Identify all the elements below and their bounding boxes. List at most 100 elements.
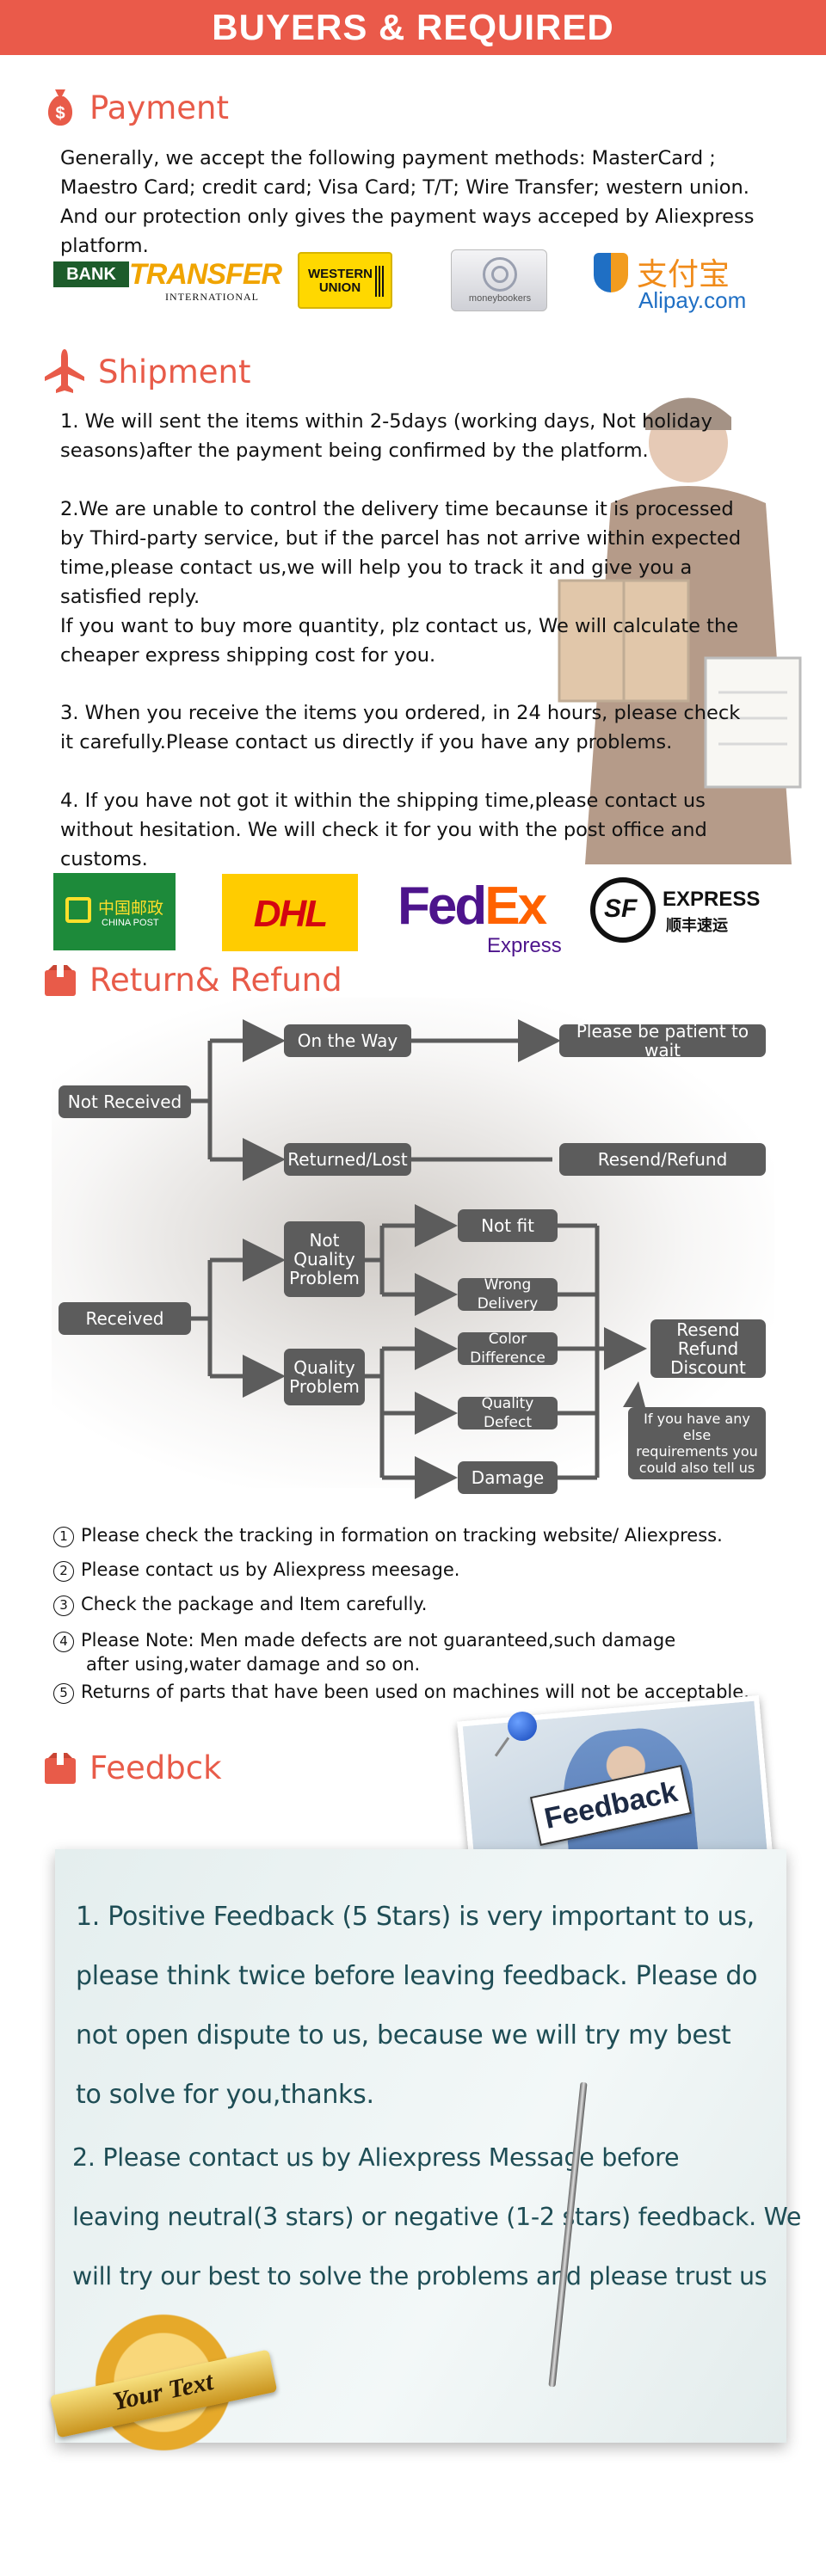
- flow-wrong-delivery: Wrong Delivery: [458, 1276, 558, 1313]
- note-number-3: 3: [53, 1595, 74, 1616]
- refund-note-2: 2 Please contact us by Aliexpress meesage…: [53, 1559, 793, 1582]
- note-number-1: 1: [53, 1527, 74, 1547]
- flow-not-received: Not Received: [59, 1085, 191, 1118]
- note-text-4: Please Note: Men made defects are not gu…: [81, 1630, 676, 1651]
- flow-else-line-2: requirements you: [636, 1443, 758, 1460]
- alipay-english-label: Alipay.com: [638, 287, 747, 313]
- flow-resend-line-2: Refund: [677, 1338, 739, 1359]
- flow-received: Received: [59, 1302, 191, 1335]
- flow-resend-refund-discount: Resend Refund Discount: [650, 1319, 766, 1378]
- shipment-point-4: 4. If you have not got it within the shi…: [60, 790, 707, 870]
- note-text-5: Returns of parts that have been used on …: [81, 1681, 749, 1702]
- shipment-point-1: 1. We will sent the items within 2-5days…: [60, 410, 712, 462]
- svg-text:$: $: [55, 104, 65, 123]
- fedex-fed-label: Fed: [398, 876, 487, 936]
- sf-circle-icon: SF: [590, 877, 656, 943]
- refund-note-4-continued: after using,water damage and so on.: [86, 1653, 826, 1675]
- western-union-label: WESTERN UNION: [308, 267, 373, 295]
- flow-resend-line-1: Resend: [676, 1319, 740, 1340]
- moneybookers-logo: moneybookers: [451, 249, 547, 311]
- gold-seal: Your Text: [34, 2305, 327, 2477]
- sf-express-label: EXPRESS: [663, 888, 761, 911]
- handshake-background: [52, 998, 774, 1488]
- flow-on-the-way: On the Way: [284, 1024, 411, 1057]
- china-post-chinese-label: 中国邮政: [98, 899, 164, 918]
- flow-else-line-1: If you have any else: [644, 1411, 750, 1443]
- note-text-2: Please contact us by Aliexpress meesage.: [81, 1559, 460, 1580]
- bank-transfer-logo-bank: BANK: [53, 261, 129, 287]
- flow-quality-problem: Quality Problem: [284, 1349, 365, 1405]
- alipay-chinese-label: 支付宝: [637, 257, 730, 292]
- speech-tail-icon: [623, 1381, 645, 1407]
- flow-quality-line-1: Quality: [293, 1357, 355, 1378]
- china-post-logo: 中国邮政 CHINA POST: [53, 873, 176, 950]
- box-icon: [45, 964, 76, 996]
- shipment-title: Shipment: [98, 353, 251, 390]
- box-icon: [45, 1752, 76, 1784]
- flow-be-patient: Please be patient to wait: [559, 1022, 766, 1060]
- refund-heading: Return& Refund: [43, 962, 342, 999]
- fedex-logo: FedEx Express: [398, 876, 570, 958]
- alipay-shield-icon: [594, 253, 628, 292]
- feedback-2-line-1: 2. Please contact us by Aliexpress Messa…: [72, 2143, 680, 2172]
- bank-transfer-logo: BANK TRANSFER INTERNATIONAL: [53, 258, 282, 308]
- bank-transfer-logo-transfer: TRANSFER: [129, 258, 282, 291]
- note-text-3: Check the package and Item carefully.: [81, 1594, 428, 1614]
- note-number-5: 5: [53, 1683, 74, 1704]
- moneybookers-label: moneybookers: [468, 293, 532, 304]
- feedback-1-line-3: not open dispute to us, because we will …: [76, 2020, 731, 2050]
- feedback-title: Feedbck: [89, 1749, 222, 1786]
- sf-chinese-label: 顺丰速运: [666, 917, 728, 935]
- refund-note-3: 3 Check the package and Item carefully.: [53, 1593, 793, 1616]
- dhl-label: DHL: [253, 893, 328, 935]
- flow-else-requirements: If you have any else requirements you co…: [628, 1407, 766, 1479]
- payment-title: Payment: [89, 89, 229, 126]
- feedback-1-line-4: to solve for you,thanks.: [76, 2080, 374, 2110]
- western-union-bars-icon: [375, 266, 384, 297]
- flow-quality-line-2: Problem: [289, 1376, 360, 1397]
- note-text-4b: after using,water damage and so on.: [86, 1654, 421, 1675]
- flow-not-quality-line-3: Problem: [289, 1268, 360, 1288]
- payment-heading: $ Payment: [43, 86, 229, 129]
- feedback-2-line-3: will try our best to solve the problems …: [72, 2262, 767, 2290]
- fedex-express-label: Express: [487, 934, 562, 957]
- feedback-1-line-1: 1. Positive Feedback (5 Stars) is very i…: [76, 1902, 755, 1932]
- shipment-point-2: 2.We are unable to control the delivery …: [60, 498, 742, 667]
- flow-quality-defect: Quality Defect: [458, 1395, 558, 1431]
- sf-express-logo: SF EXPRESS 顺丰速运: [590, 874, 788, 946]
- bank-transfer-logo-international: INTERNATIONAL: [165, 291, 259, 303]
- fedex-ex-label: Ex: [484, 876, 547, 936]
- flow-damage: Damage: [458, 1461, 558, 1494]
- flow-not-quality-problem: Not Quality Problem: [284, 1221, 365, 1297]
- refund-title: Return& Refund: [89, 962, 342, 999]
- sf-mark-label: SF: [604, 895, 638, 923]
- push-pin-icon: [508, 1712, 537, 1741]
- note-number-4: 4: [53, 1632, 74, 1652]
- flow-not-quality-line-2: Quality: [293, 1249, 355, 1270]
- note-number-2: 2: [53, 1561, 74, 1582]
- flow-resend-refund: Resend/Refund: [559, 1143, 766, 1176]
- note-text-1: Please check the tracking in formation o…: [81, 1525, 723, 1546]
- feedback-2-line-2: leaving neutral(3 stars) or negative (1-…: [72, 2203, 802, 2231]
- flow-returned-lost: Returned/Lost: [284, 1143, 411, 1176]
- feedback-point-1: 1. Positive Feedback (5 Stars) is very i…: [76, 1887, 758, 2124]
- dhl-logo: DHL: [222, 874, 358, 951]
- shipment-heading: Shipment: [43, 347, 250, 396]
- flow-not-fit: Not fit: [458, 1209, 558, 1242]
- money-bag-icon: $: [47, 89, 73, 126]
- moneybookers-inner-ring-icon: [491, 266, 509, 283]
- refund-note-4: 4 Please Note: Men made defects are not g…: [53, 1629, 793, 1652]
- alipay-logo: 支付宝 Alipay.com: [594, 249, 766, 313]
- western-union-logo: WESTERN UNION: [298, 252, 392, 309]
- refund-note-1: 1 Please check the tracking in formation …: [53, 1524, 793, 1547]
- flow-color-difference: Color Difference: [458, 1331, 558, 1367]
- flow-else-line-3: could also tell us: [638, 1460, 755, 1476]
- feedback-1-line-2: please think twice before leaving feedba…: [76, 1961, 758, 1991]
- feedback-point-2: 2. Please contact us by Aliexpress Messa…: [72, 2128, 801, 2306]
- china-post-mark-icon: [65, 897, 91, 923]
- flow-not-quality-line-1: Not: [309, 1230, 340, 1251]
- feedback-heading: Feedbck: [43, 1749, 222, 1786]
- china-post-english-label: CHINA POST: [102, 918, 159, 928]
- page-banner: BUYERS & REQUIRED: [0, 0, 826, 55]
- refund-note-5: 5 Returns of parts that have been used on…: [53, 1681, 793, 1704]
